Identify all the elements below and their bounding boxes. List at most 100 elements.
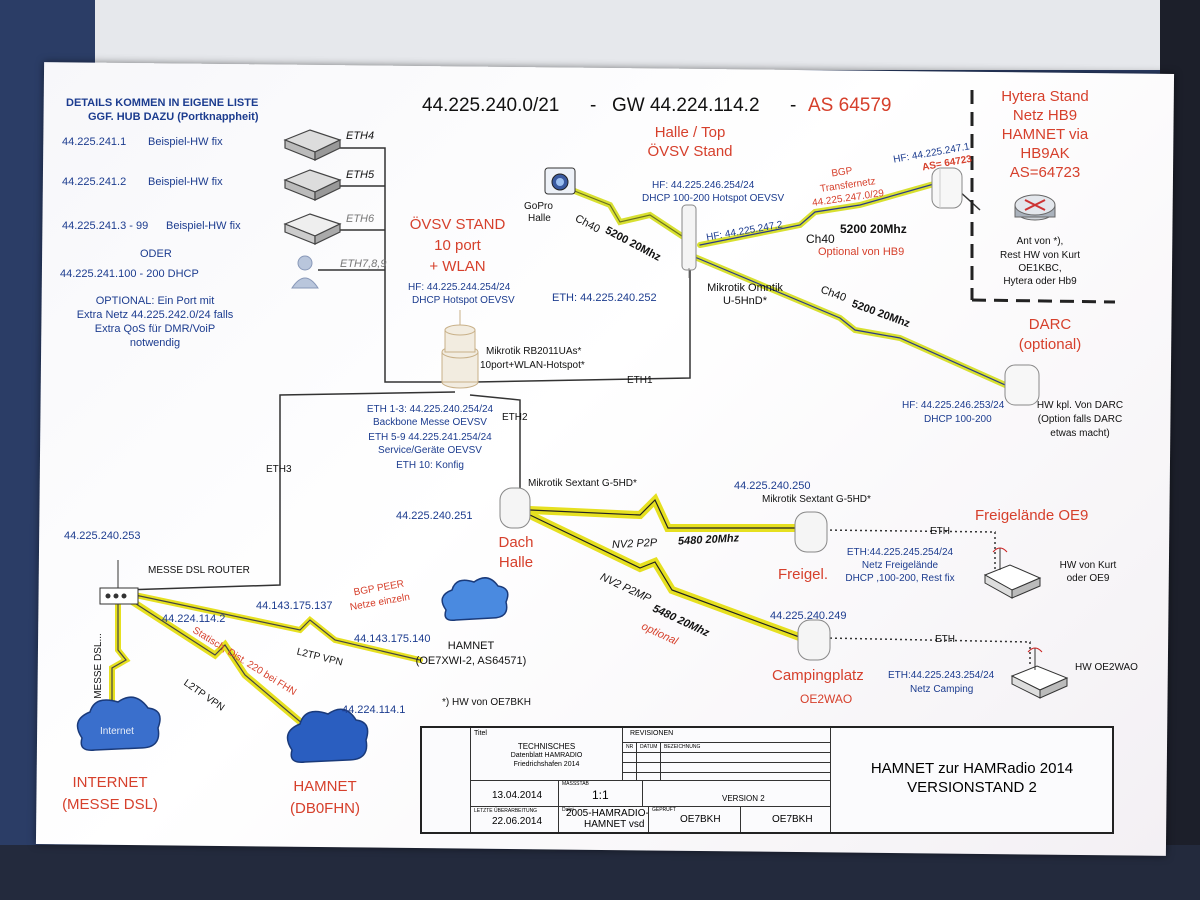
hytera-note-4: Hytera oder Hb9 bbox=[1003, 276, 1077, 287]
hytera-note-1: Ant von *), bbox=[1016, 236, 1064, 247]
camping-eth-line bbox=[824, 637, 1031, 665]
messe-router-label: MESSE DSL ROUTER bbox=[148, 565, 250, 576]
details-line1: DETAILS KOMMEN IN EIGENE LISTE bbox=[66, 97, 259, 109]
titleblock-version: VERSION 2 bbox=[722, 794, 765, 803]
ovsv-title-3: + WLAN bbox=[429, 258, 486, 275]
eth2-line bbox=[469, 394, 521, 495]
gopro-omnitik-core bbox=[571, 189, 689, 241]
ovsv-eth-info-2: Backbone Messe OEVSV bbox=[373, 417, 487, 428]
details-oder: ODER bbox=[140, 248, 172, 260]
hb9-sextant-icon bbox=[931, 167, 963, 209]
titleblock-datei-label: Datei bbox=[562, 807, 574, 813]
messe-dsl-router-icon bbox=[99, 560, 139, 605]
background-desk-top bbox=[95, 0, 1200, 70]
details-optional-4: notwendig bbox=[129, 337, 181, 349]
gopro-label-2: Halle bbox=[528, 213, 551, 224]
ovsv-title-2: 10 port bbox=[434, 237, 481, 254]
eth4-line bbox=[340, 147, 450, 383]
freigel-device: Mikrotik Sextant G-5HD* bbox=[762, 494, 871, 505]
freigel-net-2: Netz Freigelände bbox=[861, 560, 939, 571]
camping-sextant-icon bbox=[797, 619, 831, 661]
titleblock-checker2: OE7BKH bbox=[772, 814, 813, 825]
dach-freigel-link bbox=[526, 493, 804, 532]
dach-label-2: Halle bbox=[498, 554, 534, 571]
freigel-title: Freigelände OE9 bbox=[975, 507, 1089, 524]
camping-net-1: ETH:44.225.243.254/24 bbox=[888, 670, 995, 681]
details-item2-desc: Beispiel-HW fix bbox=[148, 176, 223, 188]
title-block: Titel TECHNISCHES Datenblatt HAMRADIO Fr… bbox=[420, 726, 1114, 834]
darc-dhcp: DHCP 100-200 bbox=[924, 414, 992, 425]
omnitik-antenna-icon bbox=[681, 204, 697, 278]
freigel-net-1: ETH:44.225.245.254/24 bbox=[846, 547, 954, 558]
titleblock-scale: 1:1 bbox=[592, 788, 609, 802]
ovsv-eth-info-5: ETH 10: Konfig bbox=[396, 460, 464, 471]
eth3-line bbox=[124, 391, 456, 591]
switch-icons bbox=[283, 129, 342, 245]
bgp-optional: Optional von HB9 bbox=[818, 246, 905, 258]
halle-hf: HF: 44.225.246.254/24 bbox=[652, 180, 755, 191]
port-eth3-label: ETH3 bbox=[266, 464, 292, 475]
dach-freigel-core bbox=[529, 498, 801, 529]
port-eth5-label: ETH5 bbox=[346, 169, 375, 181]
titleblock-doc-2: Datenblatt HAMRADIO bbox=[510, 752, 583, 759]
omnitik-hb9-core bbox=[699, 179, 949, 246]
bgppeer-ip2: 44.143.175.140 bbox=[354, 633, 431, 645]
ovsv-hf: HF: 44.225.244.254/24 bbox=[408, 282, 511, 293]
camping-eth: ETH bbox=[935, 634, 955, 645]
router-bgppeer-core bbox=[134, 594, 421, 661]
messe-gw: 44.224.114.2 bbox=[162, 613, 226, 625]
halle-title-2: ÖVSV Stand bbox=[647, 143, 733, 160]
titleblock-rev-bez: BEZEICHNUNG bbox=[664, 744, 701, 750]
freigel-sextant-icon bbox=[794, 511, 828, 553]
camping-net-2: Netz Camping bbox=[910, 684, 974, 695]
freigel-router-icon bbox=[983, 547, 1042, 599]
dbofhn-label-2: (DB0FHN) bbox=[290, 800, 360, 817]
omnitik-label-2: U-5HnD* bbox=[722, 295, 767, 307]
bgppeer-hamnet-2: (OE7XWI-2, AS64571) bbox=[415, 655, 527, 667]
internet-cloud-icon bbox=[76, 696, 161, 751]
footnote: *) HW von OE7BKH bbox=[442, 697, 531, 708]
ovsv-eth-info-1: ETH 1-3: 44.225.240.254/24 bbox=[366, 404, 494, 415]
details-item2-ip: 44.225.241.2 bbox=[62, 176, 127, 188]
ovsv-dhcp: DHCP Hotspot OEVSV bbox=[412, 295, 515, 306]
titleblock-checker1: OE7BKH bbox=[680, 814, 721, 825]
wireless-links bbox=[109, 177, 1015, 734]
gopro-camera-icon bbox=[544, 167, 576, 195]
titleblock-date1: 13.04.2014 bbox=[492, 790, 543, 801]
freigel-link-type: NV2 P2P bbox=[611, 536, 658, 552]
hytera-router-icon bbox=[1014, 194, 1056, 221]
rb2011-router-icon bbox=[441, 310, 479, 389]
ovsv-title-1: ÖVSV STAND bbox=[409, 216, 506, 233]
camping-label: Campingplatz bbox=[772, 667, 864, 684]
header-sep1: - bbox=[590, 95, 597, 116]
port-eth2-label: ETH2 bbox=[502, 412, 528, 423]
router-internet-core bbox=[111, 604, 127, 711]
freigel-label: Freigel. bbox=[778, 566, 829, 583]
freigel-eth-line bbox=[819, 529, 996, 570]
camping-hw: HW OE2WAO bbox=[1075, 662, 1138, 673]
port-eth1-label: ETH1 bbox=[627, 375, 653, 386]
freigel-eth: ETH bbox=[930, 526, 950, 537]
details-optional-2: Extra Netz 44.225.242.0/24 falls bbox=[76, 309, 234, 321]
messe-dsl-label: MESSE DSL... bbox=[92, 633, 104, 699]
eth1-line bbox=[474, 268, 691, 383]
bgppeer-ip1: 44.143.175.137 bbox=[256, 600, 333, 612]
darc-hf: HF: 44.225.246.253/24 bbox=[902, 400, 1005, 411]
hytera-title-1: Hytera Stand bbox=[1001, 88, 1089, 105]
titleblock-date2: 22.06.2014 bbox=[492, 816, 543, 827]
user-icon bbox=[291, 255, 319, 289]
ovsv-eth-info-3: ETH 5-9 44.225.241.254/24 bbox=[368, 432, 492, 443]
hytera-title-2: Netz HB9 bbox=[1012, 107, 1078, 124]
titleblock-file-2: HAMNET vsd bbox=[584, 819, 645, 830]
titleblock-main-2: VERSIONSTAND 2 bbox=[907, 779, 1037, 796]
hytera-note-3: OE1KBC, bbox=[1018, 263, 1062, 274]
camping-sub: OE2WAO bbox=[800, 692, 853, 706]
ovsv-eth-info-4: Service/Geräte OEVSV bbox=[378, 445, 482, 456]
port-eth4-label: ETH4 bbox=[346, 130, 375, 142]
details-optional-1: OPTIONAL: Ein Port mit bbox=[95, 295, 215, 307]
details-item3-ip: 44.225.241.3 - 99 bbox=[62, 220, 149, 232]
titleblock-geprueft-label: GEPRÜFT bbox=[652, 807, 676, 813]
rb2011-label-2: 10port+WLAN-Hotspot* bbox=[480, 360, 585, 371]
header-sep2: - bbox=[790, 95, 797, 116]
